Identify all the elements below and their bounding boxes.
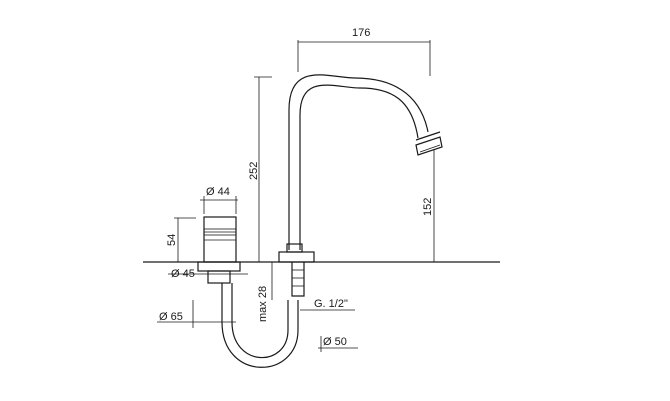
handle-height-label: 54 bbox=[166, 234, 178, 246]
dim-spout-height: 152 bbox=[422, 150, 435, 262]
thread-label: G. 1/2" bbox=[314, 298, 348, 310]
base-diameter-label: Ø 45 bbox=[171, 268, 195, 280]
dim-total-height: 252 bbox=[248, 76, 272, 262]
spout-base-flange bbox=[278, 251, 315, 263]
spout-height-label: 152 bbox=[422, 198, 434, 216]
handle-base-flange bbox=[197, 261, 241, 272]
spout-base-diameter-label: Ø 50 bbox=[323, 336, 347, 348]
max-thickness-label: max 28 bbox=[257, 286, 269, 322]
dim-handle-diameter: Ø 44 bbox=[200, 186, 238, 214]
connection-hose bbox=[221, 283, 299, 368]
spout bbox=[278, 74, 443, 297]
spout-reach-label: 176 bbox=[352, 27, 370, 39]
handle-body bbox=[203, 216, 237, 263]
dim-spout-reach: 176 bbox=[297, 27, 431, 76]
handle-assembly bbox=[197, 216, 241, 284]
aerator bbox=[415, 136, 443, 156]
dim-max-thickness: max 28 bbox=[257, 262, 273, 322]
dim-spout-base-diameter: Ø 50 bbox=[318, 336, 358, 352]
total-height-label: 252 bbox=[248, 162, 260, 180]
spout-threaded-shank bbox=[291, 262, 305, 297]
handle-diameter-label: Ø 44 bbox=[206, 186, 230, 198]
dim-hose-width: Ø 65 bbox=[157, 300, 236, 328]
dim-thread: G. 1/2" bbox=[300, 298, 355, 311]
dim-base-diameter: Ø 45 bbox=[168, 268, 248, 280]
hose-width-label: Ø 65 bbox=[159, 311, 183, 323]
dim-handle-height: 54 bbox=[166, 217, 196, 262]
